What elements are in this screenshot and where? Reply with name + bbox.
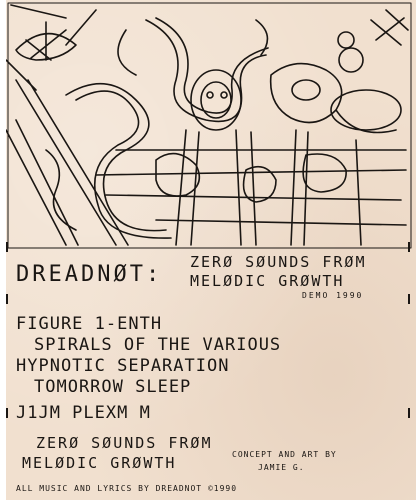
line-art-illustration xyxy=(6,2,412,249)
cassette-insert: DREADNØT: ZERØ SØUNDS FRØM MELØDIC GRØWT… xyxy=(6,0,416,500)
credit-line2: JAMIE G. xyxy=(258,463,305,472)
demo-year: DEMO 1990 xyxy=(302,291,364,300)
track-4: TOMORROW SLEEP xyxy=(34,377,192,397)
album-title-line2: MELØDIC GRØWTH xyxy=(190,272,345,290)
footer-credits: ALL MUSIC AND LYRICS BY DREADNOT ©1990 xyxy=(16,484,238,493)
track-5: J1JM PLEXM M xyxy=(16,403,151,423)
edge-tick xyxy=(408,408,410,418)
edge-tick xyxy=(6,408,8,418)
edge-tick xyxy=(408,294,410,304)
lower-title-line1: ZERØ SØUNDS FRØM xyxy=(36,434,213,452)
edge-tick xyxy=(6,242,8,252)
credit-line1: CONCEPT AND ART BY xyxy=(232,450,337,459)
lower-title-line2: MELØDIC GRØWTH xyxy=(22,454,177,472)
track-2: SPIRALS OF THE VARIOUS xyxy=(34,335,282,355)
band-name: DREADNØT: xyxy=(16,262,163,287)
album-title-line1: ZERØ SØUNDS FRØM xyxy=(190,253,367,271)
edge-tick xyxy=(408,242,410,252)
edge-tick xyxy=(6,294,8,304)
track-3: HYPNOTIC SEPARATION xyxy=(16,356,230,376)
track-1: FIGURE 1-ENTH xyxy=(16,314,163,334)
